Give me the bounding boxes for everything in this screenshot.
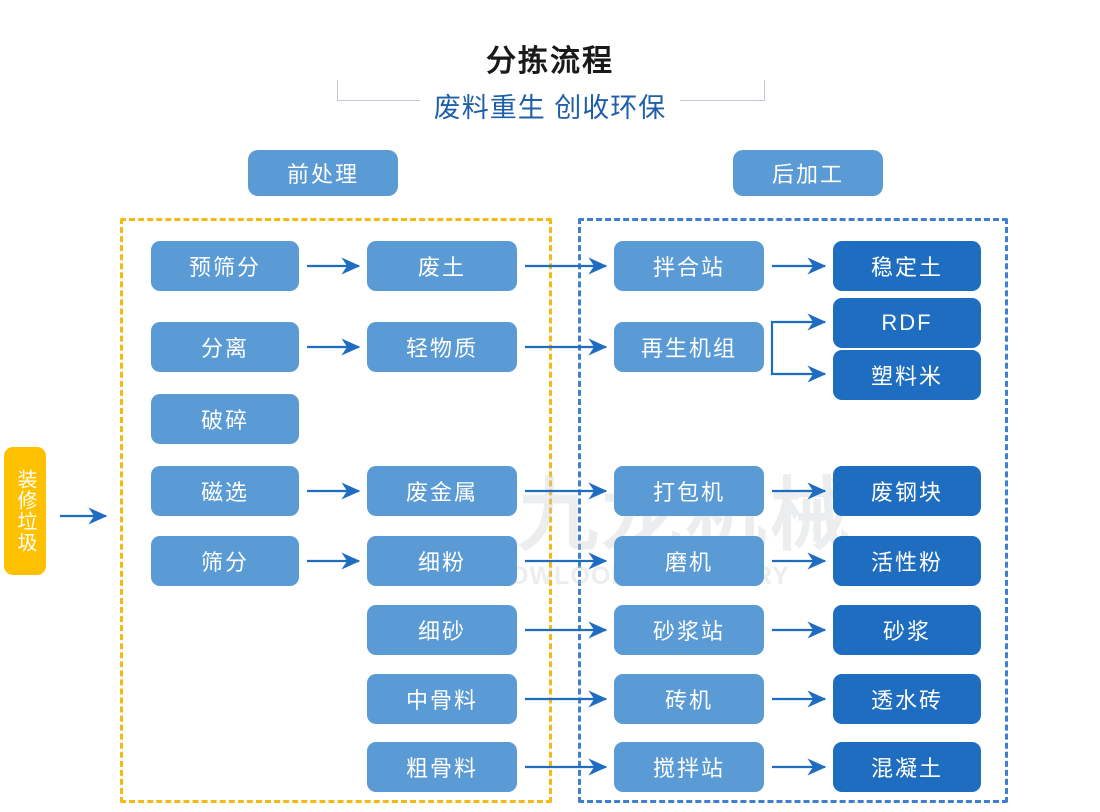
page-subtitle: 废料重生 创收环保 <box>0 86 1100 125</box>
node-process-sieving[interactable]: 筛分 <box>151 536 299 586</box>
node-material-fine-sand[interactable]: 细砂 <box>367 605 517 655</box>
node-product-permeable-brick[interactable]: 透水砖 <box>833 674 981 724</box>
node-process-separate[interactable]: 分离 <box>151 322 299 372</box>
section-pill-preprocessing[interactable]: 前处理 <box>248 150 398 196</box>
node-equipment-mortar-station[interactable]: 砂浆站 <box>614 605 764 655</box>
node-material-waste-metal[interactable]: 废金属 <box>367 466 517 516</box>
node-product-active-powder[interactable]: 活性粉 <box>833 536 981 586</box>
node-material-coarse-aggregate[interactable]: 粗骨料 <box>367 742 517 792</box>
node-material-medium-aggregate[interactable]: 中骨料 <box>367 674 517 724</box>
node-equipment-baler[interactable]: 打包机 <box>614 466 764 516</box>
node-product-plastic-pellet[interactable]: 塑料米 <box>833 350 981 400</box>
node-product-stabilized-soil[interactable]: 稳定土 <box>833 241 981 291</box>
node-equipment-regeneration-unit[interactable]: 再生机组 <box>614 322 764 372</box>
node-process-magnetic-separation[interactable]: 磁选 <box>151 466 299 516</box>
group-box-preprocessing <box>120 218 552 803</box>
node-equipment-brick-machine[interactable]: 砖机 <box>614 674 764 724</box>
node-equipment-grinder[interactable]: 磨机 <box>614 536 764 586</box>
node-input-renovation-waste[interactable]: 装修垃圾 <box>4 447 46 575</box>
node-material-waste-soil[interactable]: 废土 <box>367 241 517 291</box>
node-product-mortar[interactable]: 砂浆 <box>833 605 981 655</box>
page-title: 分拣流程 <box>0 36 1100 80</box>
node-equipment-mixing-station[interactable]: 拌合站 <box>614 241 764 291</box>
group-box-postprocessing <box>578 218 1008 803</box>
node-material-fine-powder[interactable]: 细粉 <box>367 536 517 586</box>
section-pill-postprocessing[interactable]: 后加工 <box>733 150 883 196</box>
page-subtitle-text: 废料重生 创收环保 <box>419 93 681 123</box>
node-equipment-concrete-station[interactable]: 搅拌站 <box>614 742 764 792</box>
node-product-rdf[interactable]: RDF <box>833 298 981 348</box>
node-material-light-material[interactable]: 轻物质 <box>367 322 517 372</box>
node-process-pre-screen[interactable]: 预筛分 <box>151 241 299 291</box>
node-product-scrap-steel[interactable]: 废钢块 <box>833 466 981 516</box>
node-product-concrete[interactable]: 混凝土 <box>833 742 981 792</box>
page-title-text: 分拣流程 <box>470 45 630 78</box>
node-process-crush[interactable]: 破碎 <box>151 394 299 444</box>
page-header: 分拣流程 废料重生 创收环保 <box>0 0 1100 135</box>
